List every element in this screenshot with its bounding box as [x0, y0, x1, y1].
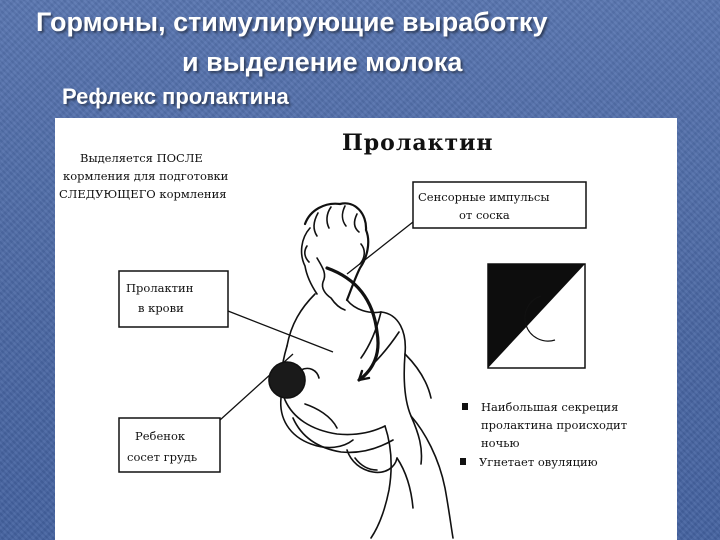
note-1-line-3: ночью — [481, 436, 519, 450]
title-line-1: Гормоны, стимулирующие выработку — [36, 7, 548, 37]
note-1-line-1: Наибольшая секреция — [481, 400, 618, 414]
note-1-line-2: пролактина происходит — [481, 418, 627, 432]
note-2-line-1: Угнетает овуляцию — [479, 455, 598, 469]
prolactin-reflex-figure: Пролактин Выделяется ПОСЛЕ кормления для… — [55, 118, 677, 540]
sensory-pointer — [346, 221, 414, 275]
night-moon-icon — [487, 263, 586, 369]
note-bullet-2 — [460, 458, 466, 465]
note-bullet-1 — [462, 403, 468, 410]
figure-heading: Пролактин — [342, 130, 494, 156]
mother-baby-illustration — [268, 202, 454, 539]
after-feeding-line-1: Выделяется ПОСЛЕ — [80, 151, 203, 165]
title-line-2: и выделение молока — [182, 47, 463, 77]
blood-box — [118, 270, 229, 328]
sensory-box — [412, 181, 587, 229]
blood-line-1: Пролактин — [126, 281, 194, 295]
blood-pointer — [227, 310, 334, 353]
baby-line-1: Ребенок — [135, 429, 186, 443]
baby-line-2: сосет грудь — [127, 450, 197, 464]
after-feeding-line-2: кормления для подготовки — [63, 169, 229, 183]
after-feeding-line-3: СЛЕДУЮЩЕГО кормления — [59, 187, 227, 201]
blood-line-2: в крови — [138, 301, 184, 315]
figure-canvas: Пролактин Выделяется ПОСЛЕ кормления для… — [59, 130, 627, 539]
sensory-line-1: Сенсорные импульсы — [418, 190, 549, 204]
slide-subtitle: Рефлекс пролактина — [62, 84, 289, 109]
sensory-line-2: от соска — [459, 208, 510, 222]
baby-box — [118, 417, 221, 473]
